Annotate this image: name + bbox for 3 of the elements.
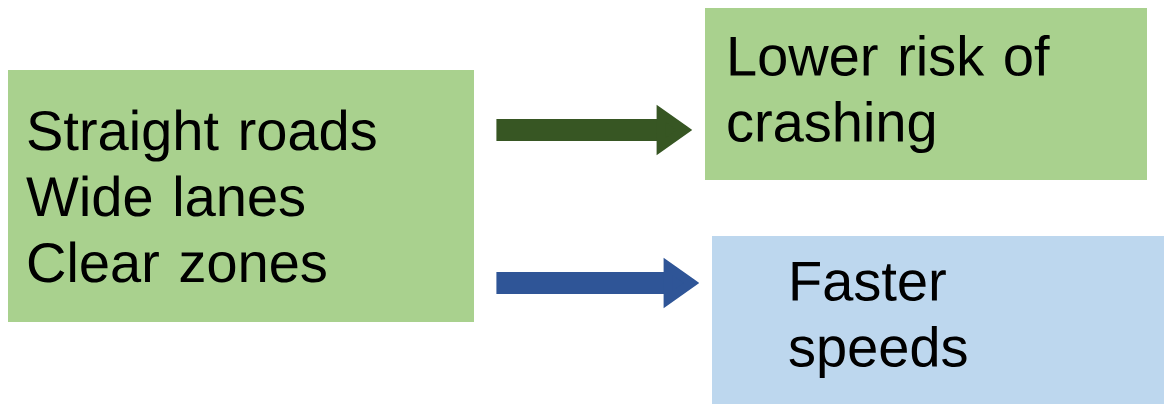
text-box: Faster speeds [712, 236, 1164, 404]
text-box: Straight roads Wide lanes Clear zones [8, 70, 474, 322]
text-box: Lower risk of crashing [705, 8, 1147, 180]
